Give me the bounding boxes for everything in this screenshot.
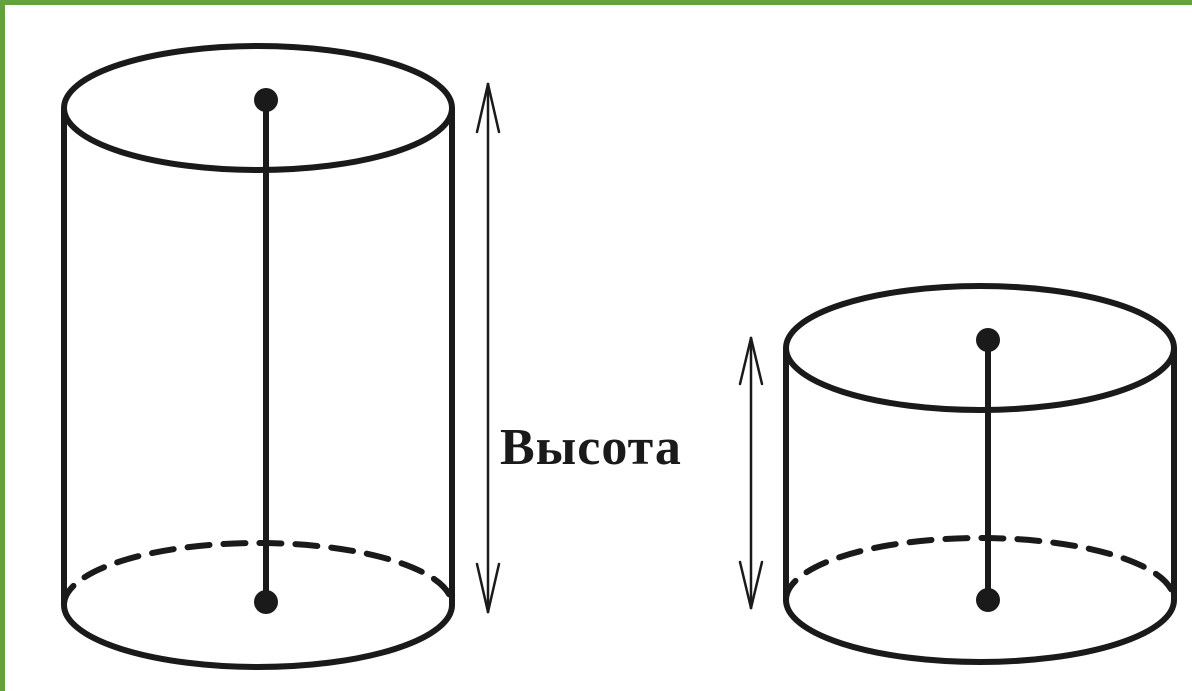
short-cylinder-axis-bottom-dot	[976, 588, 1000, 612]
tall-cylinder	[61, 43, 455, 670]
tall-cylinder-axis-bottom-dot	[254, 590, 278, 614]
tall-height-arrow	[475, 82, 501, 614]
short-cylinder-bottom-front-arc	[783, 597, 1177, 665]
tall-cylinder-bottom-hidden-arc	[61, 540, 455, 608]
height-label: Высота	[500, 419, 682, 476]
frame-border-top	[0, 0, 1192, 5]
tall-cylinder-bottom-front-arc	[61, 602, 455, 670]
frame-border-left	[0, 0, 5, 691]
short-height-arrow	[738, 336, 764, 610]
short-cylinder-bottom-hidden-arc	[783, 535, 1177, 603]
short-cylinder-axis-top-dot	[976, 328, 1000, 352]
tall-cylinder-axis-top-dot	[254, 88, 278, 112]
short-cylinder	[783, 283, 1177, 665]
